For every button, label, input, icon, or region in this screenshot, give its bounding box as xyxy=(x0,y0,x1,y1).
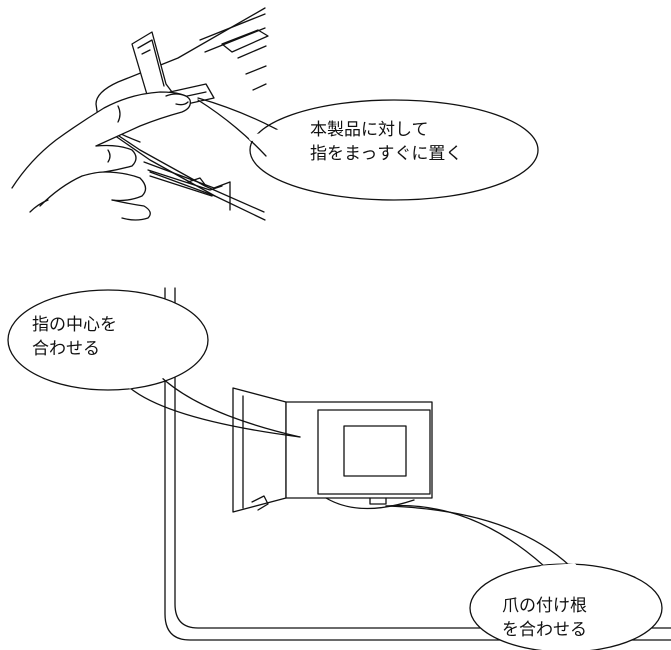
figure2-device-outline xyxy=(164,287,671,641)
callout2-text: 指の中心を 合わせる xyxy=(32,313,117,361)
callout1-text: 本製品に対して 指をまっすぐに置く xyxy=(310,118,462,166)
callout1-line1: 本製品に対して xyxy=(310,120,429,140)
callout2-line1: 指の中心を xyxy=(32,315,117,335)
figure2-card xyxy=(232,387,433,513)
callout2-line2: 合わせる xyxy=(32,339,100,359)
figure1-hand xyxy=(11,91,191,221)
callout2-bubble xyxy=(7,289,301,438)
callout3-bubble xyxy=(385,504,663,650)
callout3-line2: を合わせる xyxy=(502,620,587,640)
callout1-line2: 指をまっすぐに置く xyxy=(310,144,463,164)
callout3-line1: 爪の付け根 xyxy=(502,596,587,616)
callout1-bubble xyxy=(197,97,539,201)
callout3-text: 爪の付け根 を合わせる xyxy=(502,594,587,642)
